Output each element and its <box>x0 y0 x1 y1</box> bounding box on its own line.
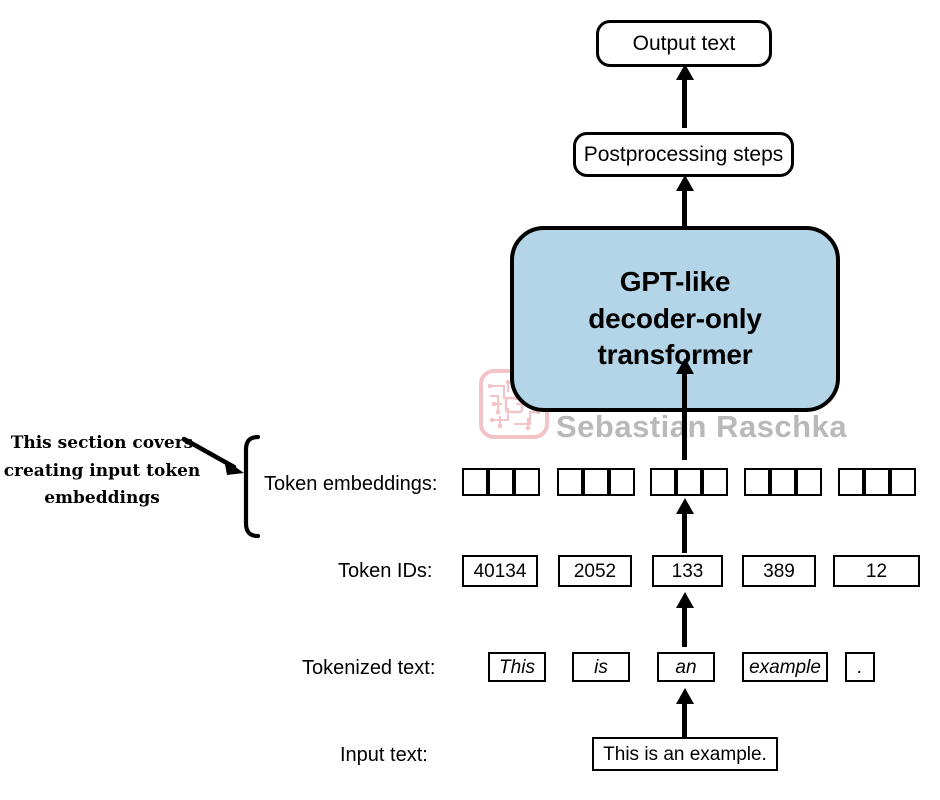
token-id-box: 133 <box>652 555 723 587</box>
output-text-label: Output text <box>632 32 736 55</box>
token-text-box: an <box>657 652 715 682</box>
section-annotation: This section covers creating input token… <box>2 430 202 513</box>
embedding-cell <box>462 468 488 496</box>
gpt-decoder-transformer-block: GPT-like decoder-only transformer <box>510 226 840 412</box>
embedding-cell <box>488 468 514 496</box>
annotation-line-1: This section covers <box>10 433 194 453</box>
arrow-tokenids-to-embeddings <box>682 513 687 553</box>
watermark-text: Sebastian Raschka <box>556 409 848 444</box>
embedding-cell <box>702 468 728 496</box>
embedding-cell <box>744 468 770 496</box>
section-brace <box>238 434 264 539</box>
input-text-box: This is an example. <box>592 737 778 771</box>
token-text-box: example <box>742 652 828 682</box>
embedding-cell <box>864 468 890 496</box>
postprocessing-label: Postprocessing steps <box>583 143 784 166</box>
token-text-box: is <box>572 652 630 682</box>
embedding-cell <box>650 468 676 496</box>
arrow-inputtext-to-tokenizedtext <box>682 703 687 741</box>
row-label-input-text: Input text: <box>340 744 428 766</box>
embedding-cell <box>676 468 702 496</box>
model-block-line-1: GPT-like <box>619 265 731 297</box>
token-id-box: 389 <box>742 555 816 587</box>
row-label-token-embeddings: Token embeddings: <box>264 473 438 495</box>
arrow-postprocessing-to-output <box>682 79 687 128</box>
embedding-cell <box>514 468 540 496</box>
token-text-box: This <box>488 652 546 682</box>
row-label-token-ids: Token IDs: <box>338 560 433 582</box>
model-block-line-2: decoder-only <box>588 302 762 334</box>
embedding-cell <box>770 468 796 496</box>
embedding-cell <box>583 468 609 496</box>
model-block-text: GPT-like decoder-only transformer <box>588 264 762 375</box>
output-text-box: Output text <box>596 20 772 67</box>
embedding-cell <box>557 468 583 496</box>
embedding-cell <box>838 468 864 496</box>
embedding-cell <box>796 468 822 496</box>
token-id-box: 12 <box>833 555 920 587</box>
embedding-cell <box>609 468 635 496</box>
annotation-line-2: creating input token <box>3 460 201 481</box>
arrow-model-to-postprocessing <box>682 190 687 238</box>
annotation-arrow-icon <box>181 432 252 488</box>
embedding-cell <box>890 468 916 496</box>
annotation-line-3: embeddings <box>44 488 160 509</box>
postprocessing-box: Postprocessing steps <box>573 132 794 177</box>
arrow-tokenizedtext-to-tokenids <box>682 607 687 647</box>
token-id-box: 40134 <box>462 555 538 587</box>
row-label-tokenized-text: Tokenized text: <box>302 657 436 679</box>
arrow-embeddings-to-model <box>682 373 687 460</box>
token-id-box: 2052 <box>558 555 632 587</box>
token-text-box: . <box>845 652 875 682</box>
